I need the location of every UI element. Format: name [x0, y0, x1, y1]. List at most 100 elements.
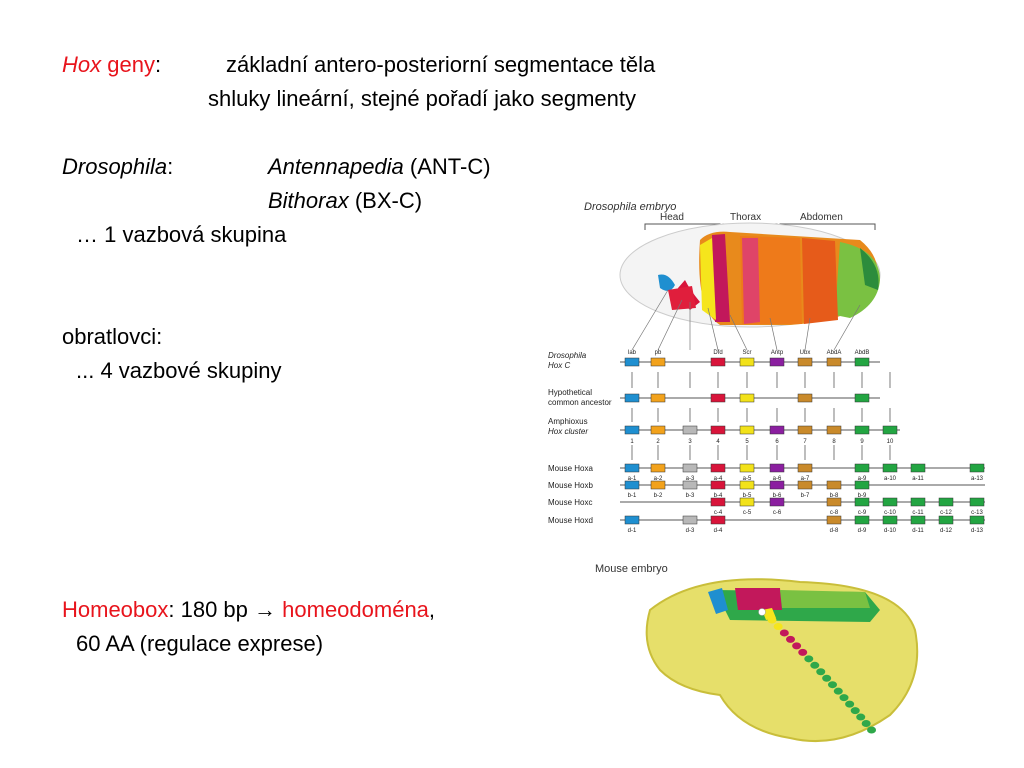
fly-gene-label: Dfd	[713, 350, 722, 356]
somite	[779, 629, 789, 637]
fly-gene-box	[710, 357, 726, 367]
somite	[861, 720, 871, 728]
hoxc-gene-label: c-10	[884, 510, 896, 516]
segment-label-thorax: Thorax	[730, 212, 761, 223]
bithorax-complex: Bithorax (BX-C)	[268, 188, 422, 214]
amphioxus-gene-box	[650, 425, 666, 435]
hoxb-gene-box	[826, 480, 842, 490]
antennapedia-complex: Antennapedia (ANT-C)	[268, 154, 491, 180]
hoxd-gene-label: d-1	[628, 528, 637, 534]
fly-gene-box	[854, 357, 870, 367]
hox-genes-heading: Hox geny:	[62, 52, 161, 78]
mouse-embryo-title: Mouse embryo	[595, 563, 668, 575]
fly-gene-label: AbdA	[827, 350, 842, 356]
fly-gene-label: AbdB	[855, 350, 870, 356]
somite	[785, 635, 795, 643]
segment-label-head: Head	[660, 212, 684, 223]
heading-colon: :	[154, 52, 162, 77]
hoxc-gene-label: c-5	[743, 510, 752, 516]
hoxa-gene-box	[769, 463, 785, 473]
amphioxus-gene-box	[854, 425, 870, 435]
hoxb-gene-label: b-3	[686, 493, 695, 499]
fly-gene-box	[797, 357, 813, 367]
hoxa-gene-label: a-2	[654, 476, 663, 482]
hoxd-gene-box	[710, 515, 726, 525]
hoxc-gene-box	[826, 497, 842, 507]
amphioxus-gene-box	[797, 425, 813, 435]
hoxc-gene-box	[854, 497, 870, 507]
somite	[867, 726, 877, 734]
somite	[816, 668, 826, 676]
hoxb-gene-box	[797, 480, 813, 490]
hoxb-gene-box	[769, 480, 785, 490]
hoxb-gene-label: b-5	[743, 493, 752, 499]
homeobox-term: Homeobox	[62, 597, 169, 622]
hoxa-gene-label: a-3	[686, 476, 695, 482]
hox-figure: Drosophila embryo Head Thorax Abdomen Dr…	[548, 201, 985, 743]
segment-label-abdomen: Abdomen	[800, 212, 843, 223]
hoxa-gene-box	[739, 463, 755, 473]
somite	[773, 622, 783, 630]
bithorax-code: (BX-C)	[348, 188, 423, 213]
hoxd-gene-box	[938, 515, 954, 525]
hoxd-gene-label: d-12	[940, 528, 953, 534]
amphioxus-number: 2	[656, 439, 660, 445]
hoxc-gene-box	[710, 497, 726, 507]
somite	[798, 648, 808, 656]
hox-definition: základní antero-posteriorní segmentace t…	[226, 52, 656, 77]
amphioxus-gene-box	[826, 425, 842, 435]
hoxd-gene-label: d-10	[884, 528, 897, 534]
row-label-ancestor: Hypothetical	[548, 388, 592, 397]
arrow-symbol: →	[254, 597, 277, 622]
hoxc-gene-label: c-12	[940, 510, 952, 516]
hoxb-gene-label: b-9	[858, 493, 867, 499]
hoxa-gene-box	[910, 463, 926, 473]
fly-gene-label: Ubx	[800, 350, 811, 356]
hoxa-gene-label: a-4	[714, 476, 723, 482]
hoxb-gene-label: b-1	[628, 493, 637, 499]
ancestor-gene-box	[854, 393, 870, 403]
hoxd-gene-label: d-13	[971, 528, 984, 534]
hoxa-gene-label: a-5	[743, 476, 752, 482]
hoxc-gene-label: c-6	[773, 510, 782, 516]
fly-gene-box	[826, 357, 842, 367]
somite	[833, 687, 843, 695]
hoxd-gene-box	[882, 515, 898, 525]
hoxb-gene-label: b-6	[773, 493, 782, 499]
row-label-ancestor-2: common ancestor	[548, 398, 612, 407]
amphioxus-gene-box	[769, 425, 785, 435]
hoxb-gene-box	[739, 480, 755, 490]
hoxa-gene-label: a-11	[912, 476, 924, 482]
somite	[827, 681, 837, 689]
row-label-hoxa: Mouse Hoxa	[548, 464, 593, 473]
four-linkage-groups: ... 4 vazbové skupiny	[76, 358, 282, 383]
row-label-drosophila: Drosophila	[548, 351, 587, 360]
amphioxus-gene-box	[739, 425, 755, 435]
hoxb-gene-label: b-2	[654, 493, 663, 499]
hoxb-gene-box	[854, 480, 870, 490]
somite	[804, 655, 814, 663]
drosophila-term: Drosophila	[62, 154, 168, 179]
hoxd-gene-label: d-11	[912, 528, 924, 534]
homeobox-size: : 180 bp	[168, 597, 255, 622]
drosophila-embryo	[619, 222, 881, 328]
hoxa-gene-box	[854, 463, 870, 473]
homeobox-comma: ,	[428, 597, 436, 622]
row-label-amphioxus-2: Hox cluster	[548, 427, 588, 436]
hoxa-gene-box	[882, 463, 898, 473]
hoxb-gene-label: b-4	[714, 493, 723, 499]
homeodomain-term: homeodoména	[276, 597, 429, 622]
hoxa-gene-box	[624, 463, 640, 473]
hoxd-gene-box	[826, 515, 842, 525]
fly-gene-box	[624, 357, 640, 367]
hoxb-gene-label: b-8	[830, 493, 839, 499]
hoxc-gene-box	[938, 497, 954, 507]
drosophila-embryo-title: Drosophila embryo	[584, 201, 676, 213]
homeobox-line: Homeobox: 180 bp → homeodoména,	[62, 597, 435, 623]
ancestor-gene-box	[739, 393, 755, 403]
hoxd-gene-label: d-8	[830, 528, 839, 534]
hoxd-gene-box	[624, 515, 640, 525]
amphioxus-gene-box	[624, 425, 640, 435]
homeodomain-note: 60 AA (regulace exprese)	[76, 631, 324, 656]
amphioxus-number: 3	[688, 439, 692, 445]
